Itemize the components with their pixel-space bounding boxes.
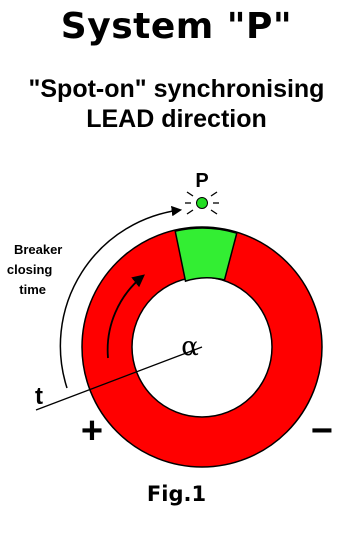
breaker-label-line-1: Breaker xyxy=(14,242,62,257)
subtitle-line-1: "Spot-on" synchronising xyxy=(28,75,325,103)
figure-caption: Fig.1 xyxy=(146,482,207,506)
label-p: P xyxy=(195,170,208,192)
label-alpha: α xyxy=(181,332,199,362)
label-plus: + xyxy=(81,410,103,452)
breaker-label-line-2: closing xyxy=(7,262,53,277)
label-minus: − xyxy=(311,410,333,452)
subtitle: "Spot-on" synchronising LEAD direction xyxy=(0,74,353,134)
page-title: System "P" xyxy=(60,6,293,47)
breaker-closing-arrow xyxy=(59,205,183,389)
lamp-p-icon xyxy=(185,191,219,215)
rotation-arrow xyxy=(106,274,145,359)
breaker-label-line-3: time xyxy=(19,282,46,297)
label-t: t xyxy=(35,383,43,410)
sync-window xyxy=(174,227,238,283)
t-line xyxy=(35,346,203,411)
subtitle-line-2: LEAD direction xyxy=(86,105,267,133)
breaker-label: Breaker closing time xyxy=(7,242,66,297)
